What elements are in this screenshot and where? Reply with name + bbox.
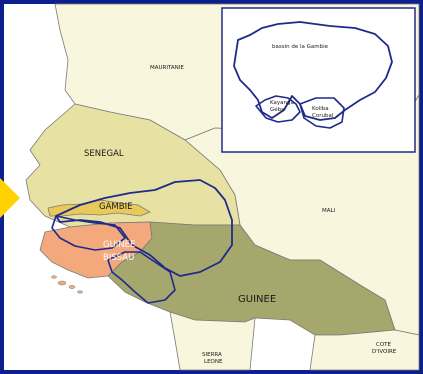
inset-label-koliba-2: Corubal bbox=[312, 113, 334, 119]
label-sierra-leone-2: LEONE bbox=[204, 359, 223, 365]
label-mauritanie: MAURITANIE bbox=[150, 65, 184, 71]
country-sierra-leone bbox=[169, 311, 256, 371]
label-gambie: GAMBIE bbox=[99, 202, 132, 212]
inset-koliba-outline bbox=[299, 97, 345, 129]
inset-label-gambie: bassin de la Gambie bbox=[272, 44, 329, 50]
country-cote-divoire bbox=[309, 329, 420, 371]
inset-label-koliba-1: Koliba bbox=[312, 106, 329, 112]
corubal-basin-outline bbox=[107, 251, 176, 304]
label-senegal: SENEGAL bbox=[84, 149, 124, 159]
geba-basin-outline bbox=[51, 215, 126, 251]
label-sierra-leone-1: SIERRA bbox=[202, 352, 222, 358]
label-guinee: GUINEE bbox=[238, 294, 276, 305]
label-guinee-bissau-2: BISSAU bbox=[103, 253, 134, 263]
pointer-arrow-icon bbox=[0, 178, 20, 218]
label-guinee-bissau-1: GUINEE bbox=[103, 240, 135, 250]
inset-label-kayanga-1: Kayanga bbox=[270, 100, 294, 106]
label-cote-divoire-2: D'IVOIRE bbox=[372, 349, 397, 355]
inset-kayanga-outline bbox=[255, 95, 301, 123]
bissagos-islands bbox=[51, 275, 83, 294]
inset-box bbox=[221, 7, 416, 153]
inset-label-kayanga-2: Géba bbox=[270, 106, 285, 113]
label-cote-divoire-1: COTE bbox=[376, 342, 392, 348]
label-mali: MALI bbox=[322, 208, 336, 214]
